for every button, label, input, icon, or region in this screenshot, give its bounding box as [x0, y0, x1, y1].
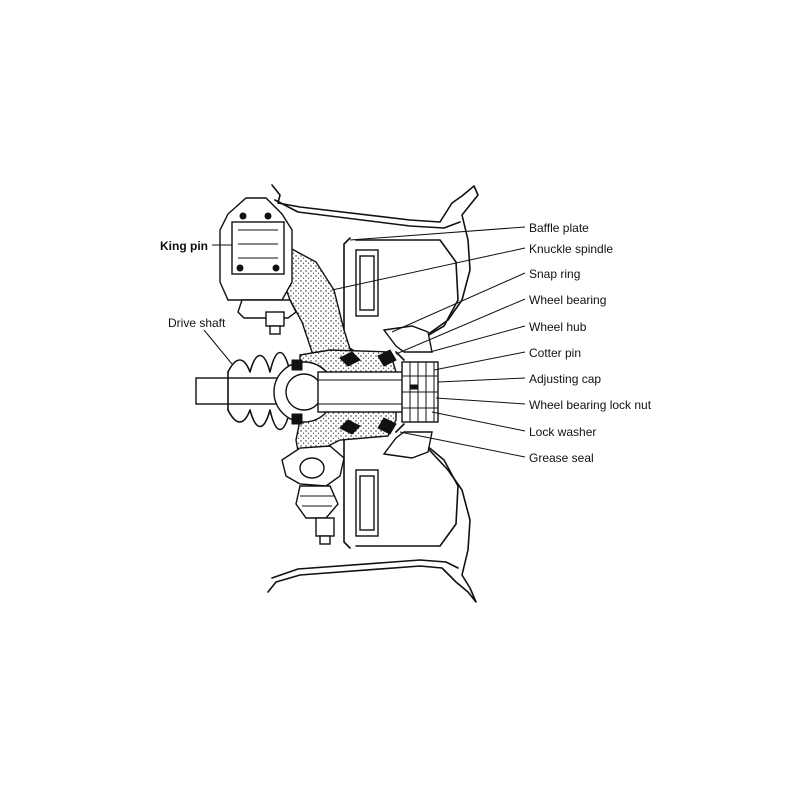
label-lock-washer: Lock washer — [529, 425, 596, 439]
label-wheel-bearing-lock-nut: Wheel bearing lock nut — [529, 398, 652, 412]
leader-lock-washer — [431, 411, 526, 432]
leader-knuckle-spindle — [331, 247, 526, 291]
leader-wheel-hub — [429, 325, 526, 353]
king-pin-assembly — [219, 197, 297, 335]
wheel-rim — [267, 184, 479, 603]
wheel-bearings — [339, 349, 397, 435]
label-grease-seal: Grease seal — [529, 451, 594, 465]
label-king-pin: King pin — [160, 239, 208, 253]
drive-shaft — [195, 351, 409, 431]
leader-lines — [203, 226, 526, 458]
label-wheel-hub: Wheel hub — [529, 320, 587, 334]
leader-grease-seal — [399, 431, 526, 458]
leader-baffle-plate — [349, 226, 526, 241]
label-drive-shaft: Drive shaft — [168, 316, 226, 330]
leader-adjusting-cap — [437, 377, 526, 383]
adjusting-cap — [401, 361, 439, 423]
labels: King pin Drive shaft Baffle plate Knuckl… — [160, 221, 652, 465]
leader-snap-ring — [391, 272, 526, 333]
leader-lock-nut — [435, 397, 526, 405]
lower-ball-joint — [281, 445, 345, 545]
label-knuckle-spindle: Knuckle spindle — [529, 242, 613, 256]
leader-wheel-bearing — [395, 298, 526, 355]
wheel-hub — [382, 325, 433, 459]
label-wheel-bearing: Wheel bearing — [529, 293, 606, 307]
label-adjusting-cap: Adjusting cap — [529, 372, 601, 386]
label-cotter-pin: Cotter pin — [529, 346, 581, 360]
baffle-plate — [343, 237, 459, 549]
leader-drive-shaft — [203, 329, 233, 365]
leader-cotter-pin — [433, 351, 526, 371]
label-baffle-plate: Baffle plate — [529, 221, 589, 235]
label-snap-ring: Snap ring — [529, 267, 580, 281]
